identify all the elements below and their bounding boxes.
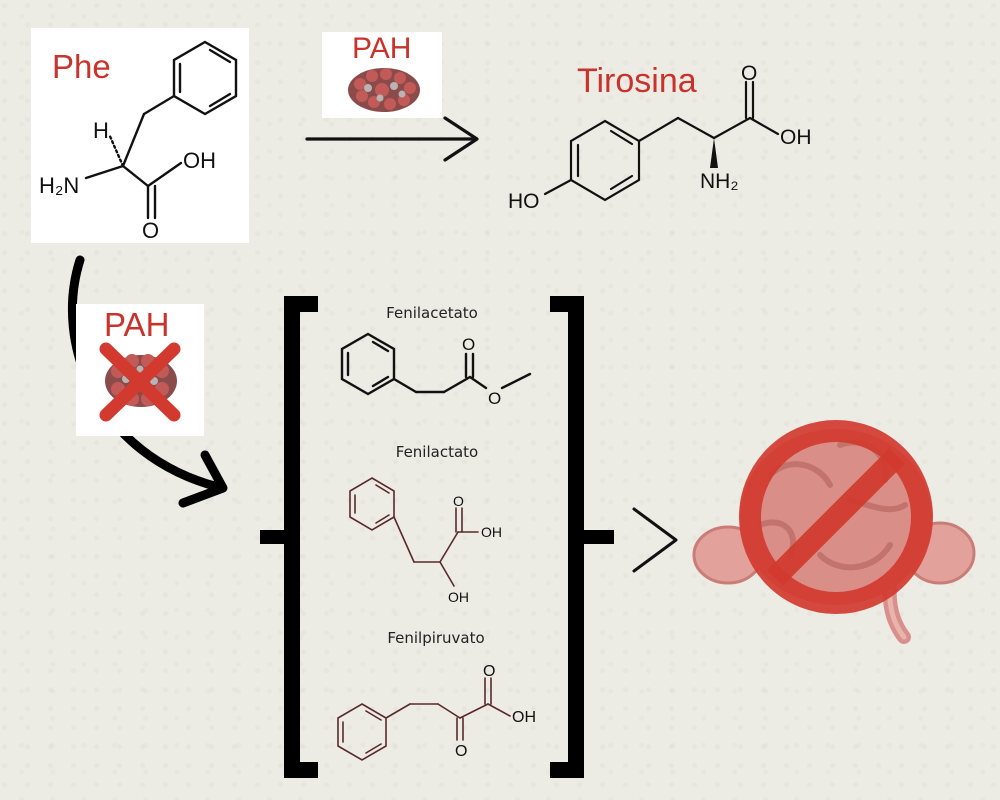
phe-atom-oh: OH (183, 148, 216, 173)
fenilacetato-label: Fenilacetato (386, 304, 478, 322)
fenilpiruvato-atom-o2: O (455, 743, 467, 760)
phe-card (31, 28, 249, 243)
fenilpiruvato-atom-o1: O (483, 663, 495, 680)
phe-atom-h: H (93, 118, 109, 143)
fenilacetato-structure: O O (340, 332, 532, 408)
brain-prohibited-icon (692, 420, 976, 644)
tirosina-atom-ho: HO (508, 190, 540, 213)
effect-arrow (632, 507, 678, 573)
fenilpiruvato-atom-oh: OH (512, 709, 536, 726)
fenilpiruvato-label: Fenilpiruvato (387, 629, 485, 647)
tirosina-atom-oh: OH (780, 126, 812, 149)
reaction-arrow (305, 116, 479, 162)
metabolites-bracket (260, 296, 614, 778)
phe-label: Phe (52, 48, 111, 85)
phe-structure: H H₂N OH O (39, 40, 238, 243)
tirosina-atom-o: O (741, 62, 757, 85)
fenilactato-atom-oh2: OH (448, 589, 469, 605)
blocked-protein-icon (99, 342, 181, 422)
pah-blocked-label: PAH (104, 306, 170, 343)
tirosina-atom-nh2: NH₂ (700, 170, 738, 193)
tirosina-label: Tirosina (577, 62, 697, 100)
fenilactato-atom-o: O (453, 493, 464, 509)
pah-top-label: PAH (352, 32, 412, 65)
protein-icon (348, 68, 420, 112)
tirosina-structure: HO O OH NH₂ (508, 62, 812, 213)
fenilpiruvato-structure: O O OH (337, 663, 536, 761)
phe-atom-nh2: H₂N (39, 173, 79, 198)
fenilacetato-atom-o2: O (488, 389, 501, 408)
fenilactato-label: Fenilactato (395, 443, 479, 461)
fenilactato-structure: O OH OH (349, 477, 502, 605)
fenilactato-atom-oh: OH (481, 524, 502, 540)
phe-atom-o: O (142, 218, 159, 243)
fenilacetato-atom-o1: O (462, 335, 475, 354)
